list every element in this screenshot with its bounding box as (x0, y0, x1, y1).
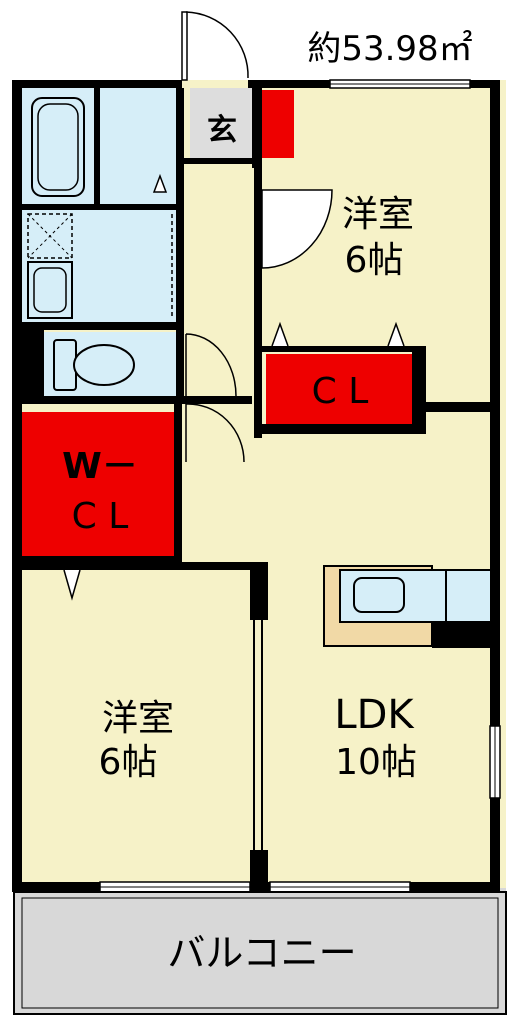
walkin-closet (22, 412, 174, 558)
bedroom-south-size: 6帖 (99, 742, 158, 783)
area-label: 約53.98㎡ (307, 29, 472, 69)
bedroom-north-door-swing (261, 189, 333, 269)
walls (12, 80, 500, 892)
washing-machine-cross-2 (27, 213, 73, 259)
entrance-door-swing (185, 11, 249, 79)
balcony-label: バルコニー (167, 931, 356, 975)
washing-machine-space (27, 213, 73, 259)
entrance-storage (262, 90, 294, 158)
ldk-name: LDK (334, 692, 415, 738)
bath-door-mark (152, 173, 168, 193)
bedroom-south-name: 洋室 (102, 698, 174, 739)
toilet-bowl (73, 344, 135, 386)
bathtub-inner (37, 103, 79, 191)
bathtub (31, 97, 85, 197)
wic-label-line1: W－ (62, 446, 138, 487)
hall-door-swing (185, 403, 245, 463)
balcony-rail (21, 897, 499, 1009)
vanity-basin (33, 267, 67, 313)
entrance-label: 玄 (207, 113, 237, 148)
kitchen-sink (353, 577, 405, 613)
wic-label-line2: C L (72, 496, 129, 537)
ldk-size: 10帖 (335, 742, 417, 783)
closet-door-mark-2 (387, 321, 405, 347)
entrance-floor (190, 88, 258, 160)
wic-door-mark (63, 569, 81, 601)
bedroom-north-size: 6帖 (345, 240, 404, 281)
toilet-tank (53, 339, 77, 391)
kitchen-pillar (432, 622, 492, 648)
balcony-floor (14, 885, 506, 1013)
balcony-outline (13, 891, 507, 1015)
toilet-door-swing (185, 333, 237, 397)
closet-north (266, 354, 412, 424)
entrance-door-leaf (181, 11, 188, 81)
closet-north-label: C L (312, 371, 369, 412)
bedroom-north-name: 洋室 (342, 194, 414, 235)
closet-door-mark-1 (271, 321, 289, 347)
